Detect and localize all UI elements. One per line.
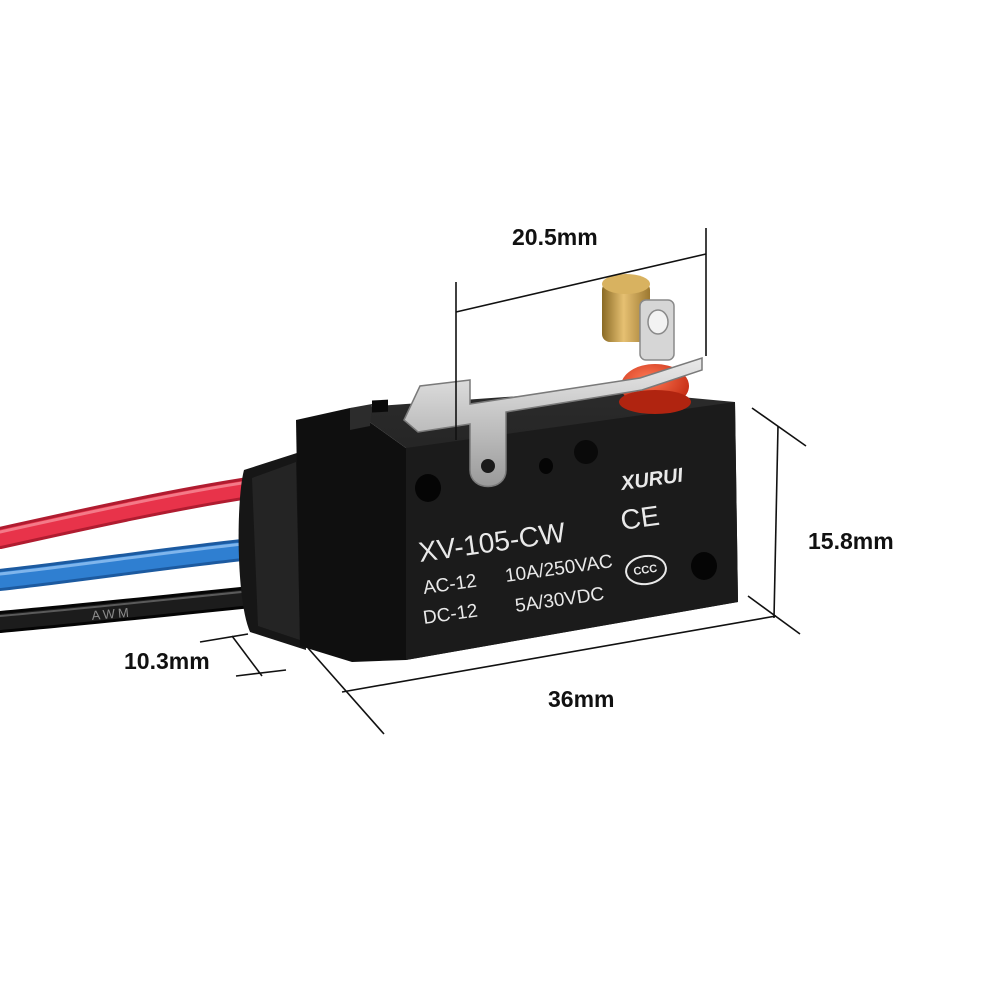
lever-arm xyxy=(403,356,703,488)
roller xyxy=(602,274,675,361)
wires: AWM xyxy=(0,475,273,633)
dimension-label-body-depth: 10.3mm xyxy=(124,648,210,674)
ccc-mark-icon: CCC xyxy=(625,554,667,586)
dimension-label-body-length: 36mm xyxy=(548,686,615,712)
ce-mark: CE xyxy=(619,500,662,536)
mounting-hole xyxy=(691,552,717,580)
mounting-hole xyxy=(415,474,441,502)
wire-print: AWM xyxy=(91,605,132,623)
svg-text:CCC: CCC xyxy=(633,563,658,578)
dimension-lines xyxy=(199,228,807,735)
dimension-label-actuator-width: 20.5mm xyxy=(512,224,598,250)
dimension-label-body-height: 15.8mm xyxy=(808,528,894,554)
lever-pivot-hole xyxy=(481,459,495,473)
